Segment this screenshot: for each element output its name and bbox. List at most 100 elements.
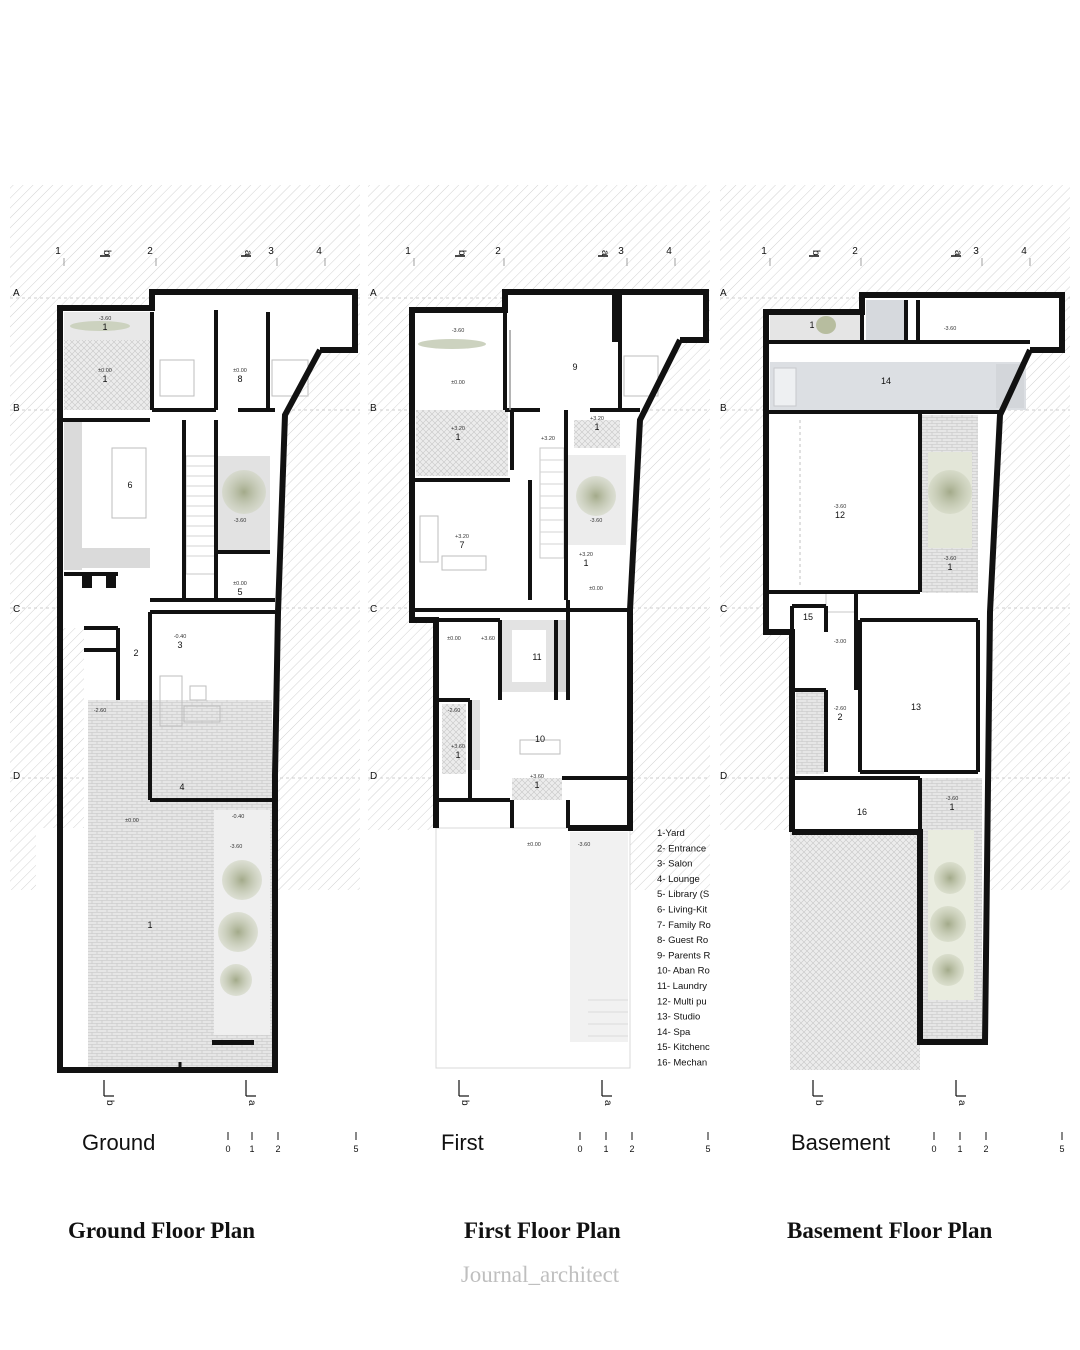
level-mark: ±0.00 xyxy=(233,368,247,374)
room-label: 7 xyxy=(459,540,464,550)
scale-tick-label: 0 xyxy=(931,1144,936,1154)
legend-item: 16- Mechan xyxy=(657,1058,707,1069)
level-mark: +3.20 xyxy=(541,436,555,442)
shrub xyxy=(418,339,486,349)
section-mark-bottom: b xyxy=(104,1100,115,1106)
level-mark: ±0.00 xyxy=(447,636,461,642)
grid-row-label: C xyxy=(13,604,20,615)
laundry-inner xyxy=(512,630,546,682)
scale-tick-label: 2 xyxy=(629,1144,634,1154)
section-mark-top: a xyxy=(242,250,253,256)
stairs-treads xyxy=(186,465,216,557)
interior-walls xyxy=(412,300,640,828)
spa-pool xyxy=(770,362,1026,410)
bench-sofa xyxy=(159,359,195,397)
room-label: 1 xyxy=(583,558,588,568)
lower-planter xyxy=(570,832,628,1042)
section-mark-top: b xyxy=(810,250,821,256)
level-mark: +3.60 xyxy=(530,774,544,780)
section-mark-bottom: b xyxy=(813,1100,824,1106)
caption-ground: Ground Floor Plan xyxy=(68,1218,256,1243)
grid-col-label: 1 xyxy=(55,246,61,257)
parents-bed xyxy=(623,355,659,397)
bench-bar xyxy=(212,1040,254,1045)
level-mark: -3.00 xyxy=(834,639,847,645)
outer-wall-right xyxy=(84,348,323,1073)
legend-item: 13- Studio xyxy=(657,1012,700,1023)
front-paving xyxy=(64,340,152,410)
level-mark: -3.60 xyxy=(452,328,465,334)
grid-row-label: D xyxy=(370,771,377,782)
legend-item: 3- Salon xyxy=(657,859,692,870)
kitchen-counter xyxy=(64,420,82,570)
level-mark: -3.60 xyxy=(99,316,112,322)
plan-short-title: First xyxy=(441,1130,484,1155)
level-mark: -3.60 xyxy=(578,842,591,848)
section-mark-bottom: a xyxy=(246,1100,257,1106)
building-footprint xyxy=(766,295,1062,1042)
room-label: 12 xyxy=(835,510,845,520)
room-label: 1 xyxy=(102,374,107,384)
spa-steps xyxy=(773,367,797,407)
level-mark: +3.20 xyxy=(590,416,604,422)
level-mark: ±0.00 xyxy=(125,818,139,824)
kitchen-counter-bottom xyxy=(64,548,150,568)
grid-row-label: D xyxy=(13,771,20,782)
room-label: 1 xyxy=(455,432,460,442)
grid-col-label: 2 xyxy=(495,246,501,257)
dining-table xyxy=(111,447,147,519)
level-mark: ±0.00 xyxy=(451,380,465,386)
scale-tick-label: 2 xyxy=(983,1144,988,1154)
table xyxy=(519,739,561,755)
plan-short-title: Basement xyxy=(791,1130,890,1155)
tree xyxy=(222,470,266,514)
scale-tick-label: 1 xyxy=(249,1144,254,1154)
grid-col-label: 3 xyxy=(268,246,274,257)
sofa xyxy=(159,675,183,727)
room-label: 4 xyxy=(179,782,184,792)
section-mark-top: b xyxy=(456,250,467,256)
room-label: 1 xyxy=(594,422,599,432)
room-label: 5 xyxy=(237,587,242,597)
shrub xyxy=(70,321,130,331)
room-label: 13 xyxy=(911,702,921,712)
sofa-2 xyxy=(441,555,487,571)
legend-item: 1-Yard xyxy=(657,828,685,839)
grid-row-label: A xyxy=(370,288,377,299)
legend-item: 8- Guest Ro xyxy=(657,935,708,946)
legend-item: 6- Living-Kit xyxy=(657,905,708,916)
level-mark: -0.40 xyxy=(174,634,187,640)
tree xyxy=(934,862,966,894)
lower-stair xyxy=(588,999,628,1037)
room-label: 14 xyxy=(881,376,891,386)
plan-short-title: Ground xyxy=(82,1130,155,1155)
stairs-treads xyxy=(540,459,564,545)
column xyxy=(612,294,622,342)
room-label: 1 xyxy=(102,322,107,332)
grid-col-label: 2 xyxy=(852,246,858,257)
balcony-paving xyxy=(416,410,508,476)
grid-col-label: 1 xyxy=(761,246,767,257)
room-label: 15 xyxy=(803,612,813,622)
section-mark-top: b xyxy=(101,250,112,256)
grid-col-label: 1 xyxy=(405,246,411,257)
entry-paving xyxy=(796,692,824,774)
section-mark-top: a xyxy=(599,250,610,256)
level-mark: +3.60 xyxy=(451,744,465,750)
room-label: 1 xyxy=(809,320,814,330)
level-mark: -3.60 xyxy=(234,518,247,524)
interior-walls xyxy=(766,300,1030,832)
level-mark: +3.60 xyxy=(481,636,495,642)
section-mark-bottom: b xyxy=(459,1100,470,1106)
lower-yard-crosshatch xyxy=(790,832,920,1070)
room-label: 9 xyxy=(572,362,577,372)
room-label: 1 xyxy=(455,750,460,760)
level-mark: ±0.00 xyxy=(527,842,541,848)
grid-col-label: 2 xyxy=(147,246,153,257)
grid-col-label: 3 xyxy=(618,246,624,257)
site-clear-area xyxy=(368,830,436,890)
tree xyxy=(928,470,972,514)
grid-row-label: D xyxy=(720,771,727,782)
